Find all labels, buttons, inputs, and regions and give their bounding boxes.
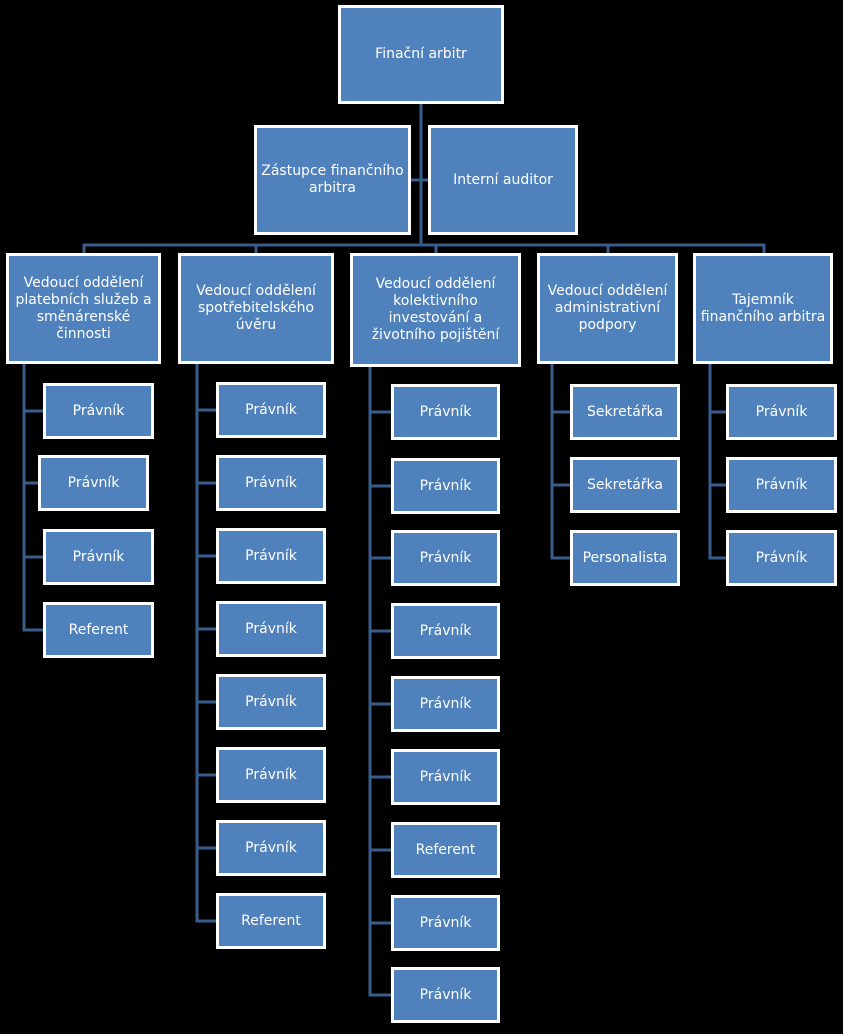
staff-box: Referent	[391, 822, 500, 878]
staff-box: Právník	[216, 528, 326, 584]
staff-box: Sekretářka	[570, 384, 680, 440]
staff-label: Sekretářka	[587, 476, 663, 493]
staff-box: Právník	[216, 382, 326, 438]
staff-box: Právník	[391, 676, 500, 732]
staff-box: Právník	[391, 530, 500, 586]
box-dept-head-payments: Vedoucí oddělení platebních služeb a smě…	[6, 253, 161, 364]
staff-label: Právník	[419, 986, 472, 1003]
staff-box: Právník	[38, 455, 149, 511]
staff-label: Právník	[419, 477, 472, 494]
staff-label: Právník	[245, 474, 297, 491]
staff-box: Právník	[216, 601, 326, 657]
staff-label: Právník	[245, 547, 297, 564]
staff-box: Právník	[216, 747, 326, 803]
box-dept-head-collective-investment: Vedoucí oddělení kolektivního investován…	[350, 253, 521, 367]
staff-box: Referent	[43, 602, 154, 658]
box-financial-arbiter: Finační arbitr	[338, 5, 504, 104]
staff-label: Právník	[245, 839, 297, 856]
staff-box: Referent	[216, 893, 326, 949]
staff-label: Právník	[245, 766, 297, 783]
staff-box: Právník	[726, 530, 837, 586]
staff-label: Právník	[755, 549, 808, 566]
staff-box: Právník	[391, 749, 500, 805]
box-internal-auditor-label: Interní auditor	[453, 171, 553, 188]
box-financial-arbiter-label: Finační arbitr	[375, 46, 467, 62]
box-dept-head-consumer-credit: Vedoucí oddělení spotřebitelského úvěru	[178, 253, 334, 364]
box-dept-head-admin-support: Vedoucí oddělení administrativní podpory	[537, 253, 678, 364]
staff-label: Právník	[245, 401, 297, 418]
staff-label: Právník	[419, 695, 472, 712]
staff-box: Právník	[43, 383, 154, 439]
box-deputy-arbiter-label: Zástupce finančního arbitra	[261, 163, 404, 196]
staff-box: Právník	[391, 384, 500, 440]
staff-label: Právník	[419, 403, 472, 420]
staff-box: Právník	[391, 603, 500, 659]
staff-label: Sekretářka	[587, 403, 663, 420]
staff-box: Právník	[391, 967, 500, 1023]
box-deputy-arbiter: Zástupce finančního arbitra	[254, 125, 411, 235]
dept-head-label: Vedoucí oddělení administrativní podpory	[547, 283, 668, 333]
staff-label: Právník	[245, 693, 297, 710]
dept-head-label: Vedoucí oddělení platebních služeb a smě…	[15, 274, 152, 342]
staff-box: Právník	[726, 384, 837, 440]
staff-box: Právník	[391, 458, 500, 514]
staff-label: Právník	[72, 402, 125, 419]
staff-label: Právník	[72, 548, 125, 565]
dept-head-label: Vedoucí oddělení kolektivního investován…	[371, 276, 500, 343]
dept-head-label: Tajemník finančního arbitra	[700, 291, 826, 325]
staff-label: Právník	[419, 768, 472, 785]
box-dept-head-secretary-general: Tajemník finančního arbitra	[693, 253, 833, 364]
staff-label: Referent	[68, 621, 129, 638]
staff-label: Referent	[415, 841, 476, 858]
staff-box: Právník	[391, 895, 500, 951]
staff-box: Právník	[43, 529, 154, 585]
box-internal-auditor: Interní auditor	[428, 125, 578, 235]
staff-box: Právník	[216, 674, 326, 730]
staff-label: Právník	[67, 474, 120, 491]
staff-box: Personalista	[570, 530, 680, 586]
staff-label: Právník	[755, 476, 808, 493]
staff-label: Právník	[419, 622, 472, 639]
staff-label: Právník	[755, 403, 808, 420]
staff-box: Sekretářka	[570, 457, 680, 513]
staff-label: Právník	[419, 549, 472, 566]
staff-box: Právník	[726, 457, 837, 513]
staff-box: Právník	[216, 455, 326, 511]
staff-label: Právník	[245, 620, 297, 637]
staff-label: Referent	[241, 912, 301, 929]
staff-label: Právník	[419, 914, 472, 931]
staff-label: Personalista	[582, 549, 668, 566]
staff-box: Právník	[216, 820, 326, 876]
dept-head-label: Vedoucí oddělení spotřebitelského úvěru	[196, 283, 316, 333]
